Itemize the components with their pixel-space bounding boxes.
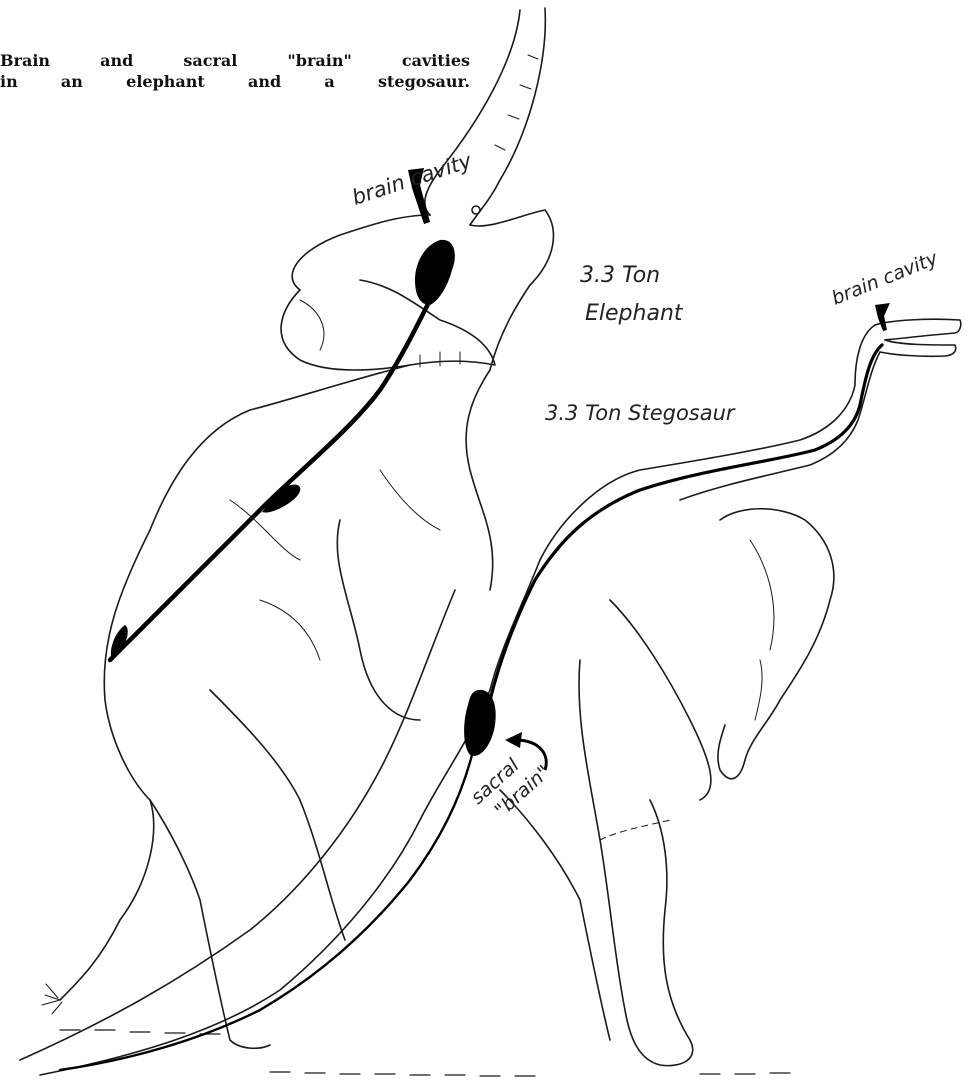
elephant-brain-cavity <box>415 240 455 305</box>
elephant-spinal-cord <box>110 300 430 660</box>
elephant-name-label: Elephant <box>585 301 684 326</box>
nerve-cavities <box>60 240 882 1070</box>
elephant-brain-label: brain cavity <box>349 148 475 209</box>
stegosaur-brain-arrow <box>875 303 890 331</box>
elephant-weight-label: 3.3 Ton <box>580 263 660 288</box>
elephant-outline <box>42 8 553 1048</box>
stegosaur-label: 3.3 Ton Stegosaur <box>545 401 736 425</box>
stegosaur-spinal-cord <box>490 345 882 700</box>
stegosaur-brain-label: brain cavity <box>829 247 942 310</box>
sacral-brain-cavity <box>464 690 496 756</box>
